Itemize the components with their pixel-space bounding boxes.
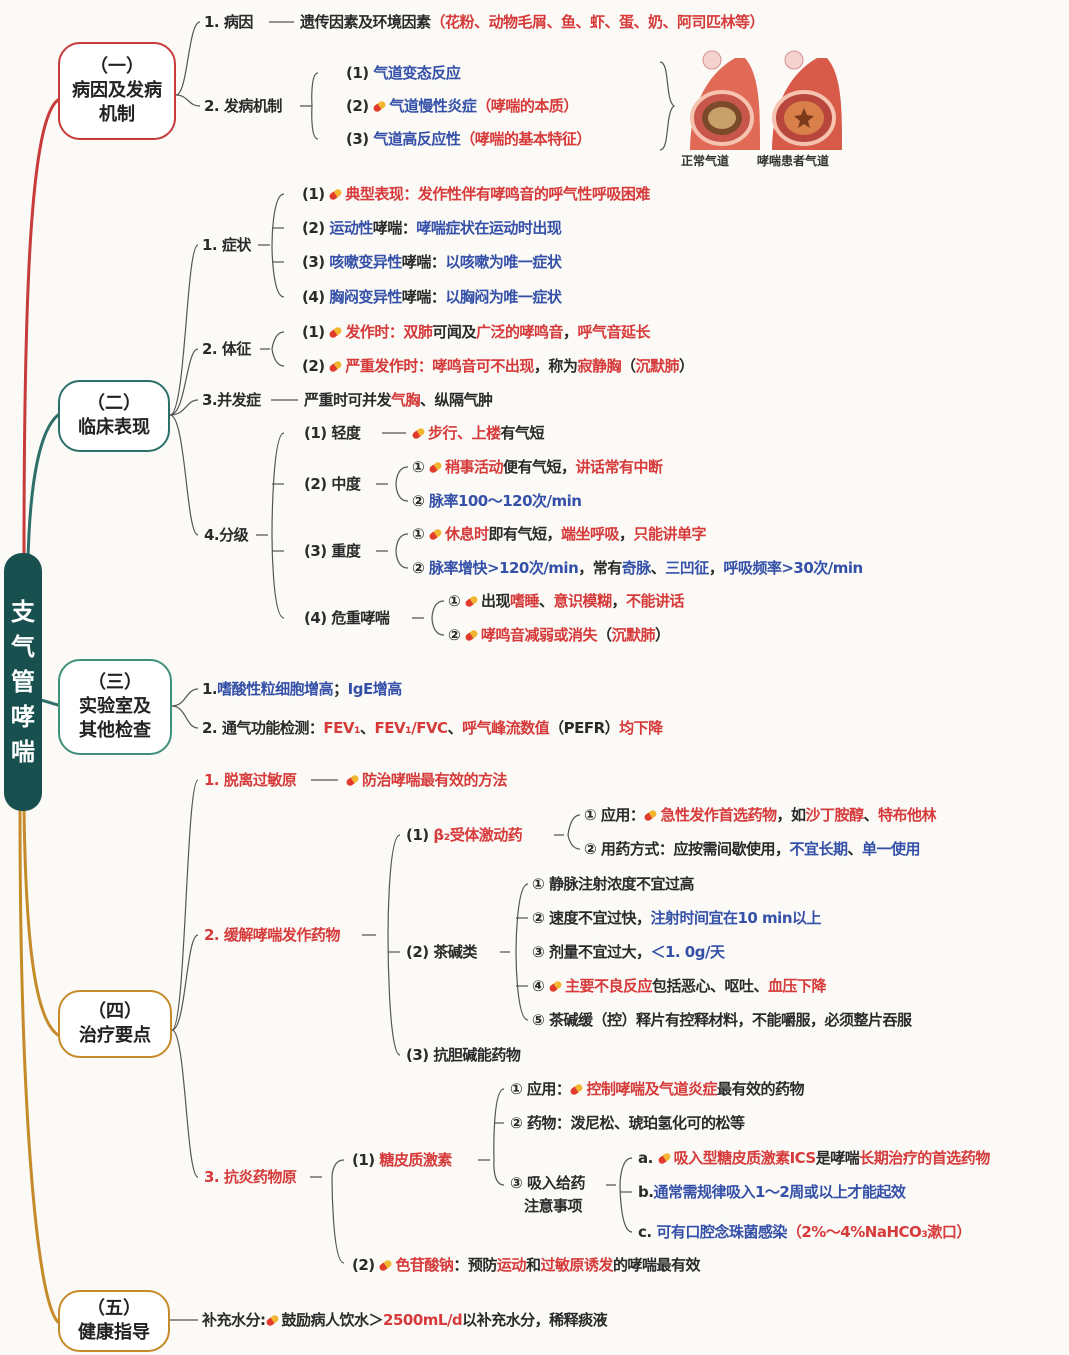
root-title: 支气管哮喘 [4,553,42,811]
pill-icon [569,1082,585,1097]
normal-airway-label: 正常气道 [681,154,730,168]
pill-icon [345,773,360,788]
complication-label: 3.并发症 [202,391,261,409]
grade-label: 4.分级 [204,526,249,544]
pill-icon [328,359,344,374]
theophylline-1: ① 静脉注射浓度不宜过高 [532,875,694,893]
mechanism-label: 2. 发病机制 [204,97,282,115]
cause-text: 遗传因素及环境因素（花粉、动物毛屑、鱼、虾、蛋、奶、阿司匹林等） [300,13,765,31]
pill-icon [464,628,479,643]
symptom-2: (2) 运动性哮喘：哮喘症状在运动时出现 [302,219,562,237]
glucocorticoid-3: ③ 吸入给药 [510,1174,585,1192]
normal-airway-illustration [690,50,760,150]
sign-2: (2) 严重发作时：哮鸣音可不出现，称为寂静胸（沉默肺） [302,357,694,375]
beta2-label: (1) β₂受体激动药 [406,826,523,844]
pill-icon [378,1258,394,1273]
grade-critical-1: ① 出现嗜睡、意识模糊，不能讲话 [448,592,685,610]
asthma-airway-label: 哮喘患者气道 [757,154,830,168]
theophylline-2: ② 速度不宜过快，注射时间宜在10 min以上 [532,909,822,927]
theophylline-label: (2) 茶碱类 [406,943,477,961]
pill-icon [643,808,659,823]
cause-label: 1. 病因 [204,13,253,31]
grade-severe: (3) 重度 [304,542,361,560]
inhaled-b: b.通常需规律吸入1～2周或以上才能起效 [638,1183,906,1201]
health-guidance: 补充水分:鼓励病人饮水＞2500mL/d以补充水分，稀释痰液 [202,1311,608,1329]
pill-icon [328,325,344,340]
pill-icon [548,979,563,994]
grade-severe-1: ① 休息时即有气短，端坐呼吸，只能讲单字 [412,525,707,543]
theophylline-5: ⑤ 茶碱缓（控）释片有控释材料，不能嚼服，必须整片吞服 [532,1011,912,1029]
complication-text: 严重时可并发气胸、纵隔气肿 [304,391,493,409]
grade-moderate: (2) 中度 [304,475,361,493]
cromolyn: (2) 色苷酸钠：预防运动和过敏原诱发的哮喘最有效 [352,1256,700,1274]
treatment-1-text: 防治哮喘最有效的方法 [345,770,508,790]
treatment-3-label: 3. 抗炎药物原 [204,1168,297,1186]
pill-icon [264,1313,280,1328]
section-1-box: （一）病因及发病机制 [58,42,176,140]
pill-icon [411,426,426,441]
grade-severe-2: ② 脉率增快>120次/min，常有奇脉、三凹征，呼吸频率>30次/min [412,559,863,577]
treatment-1-label: 1. 脱离过敏原 [204,771,297,789]
beta2-2: ② 用药方式：应按需间歇使用，不宜长期、单一使用 [584,840,921,858]
inhaled-a: a. 吸入型糖皮质激素ICS是哮喘长期治疗的首选药物 [638,1149,990,1167]
grade-mild: (1) 轻度 [304,424,361,442]
symptom-4: (4) 胸闷变异性哮喘：以胸闷为唯一症状 [302,288,562,306]
mechanism-2: (2) 气道慢性炎症（哮喘的本质） [346,97,578,115]
theophylline-4: ④ 主要不良反应包括恶心、呕吐、血压下降 [532,977,826,995]
grade-moderate-1: ① 稍事活动便有气短，讲话常有中断 [412,458,663,476]
lab-1: 1.嗜酸性粒细胞增高；IgE增高 [202,680,402,698]
mechanism-3: (3) 气道高反应性（哮喘的基本特征） [346,130,591,148]
section-4-box: （四）治疗要点 [58,990,172,1058]
pill-icon [464,594,479,609]
grade-mild-text: 步行、上楼有气短 [411,423,545,443]
mechanism-1: (1) 气道变态反应 [346,64,461,82]
pill-icon [428,460,443,475]
section-2-box: （二）临床表现 [58,380,170,452]
symptom-3: (3) 咳嗽变异性哮喘：以咳嗽为唯一症状 [302,253,562,271]
pill-icon [372,99,388,114]
lab-2: 2. 通气功能检测：FEV₁、FEV₁/FVC、呼气峰流数值（PEFR）均下降 [202,719,663,737]
grade-critical: (4) 危重哮喘 [304,609,390,627]
section-3-box: （三）实验室及其他检查 [58,659,172,755]
sign-1: (1) 发作时：双肺可闻及广泛的哮鸣音，呼气音延长 [302,323,650,341]
glucocorticoid-label: (1) 糖皮质激素 [352,1151,452,1169]
glucocorticoid-1: ① 应用：控制哮喘及气道炎症最有效的药物 [510,1080,804,1098]
asthma-airway-illustration [772,50,842,150]
inhaled-c: c. 可有口腔念珠菌感染（2%～4%NaHCO₃漱口） [638,1223,971,1241]
pill-icon [656,1151,672,1166]
symptom-label: 1. 症状 [202,236,251,254]
symptom-1: (1) 典型表现：发作性伴有哮鸣音的呼气性呼吸困难 [302,185,650,203]
grade-moderate-2: ② 脉率100～120次/min [412,492,582,510]
pill-icon [328,187,344,202]
glucocorticoid-3-line2: 注意事项 [524,1197,583,1215]
sign-label: 2. 体征 [202,340,251,358]
theophylline-3: ③ 剂量不宜过大，＜1. 0g/天 [532,943,725,961]
beta2-1: ① 应用：急性发作首选药物，如沙丁胺醇、特布他林 [584,806,937,824]
pill-icon [428,527,443,542]
anticholinergic-label: (3) 抗胆碱能药物 [406,1046,521,1064]
treatment-2-label: 2. 缓解哮喘发作药物 [204,926,340,944]
section-5-box: （五）健康指导 [58,1290,170,1352]
glucocorticoid-2: ② 药物：泼尼松、琥珀氢化可的松等 [510,1114,745,1132]
grade-critical-2: ② 哮鸣音减弱或消失（沉默肺） [448,626,670,644]
